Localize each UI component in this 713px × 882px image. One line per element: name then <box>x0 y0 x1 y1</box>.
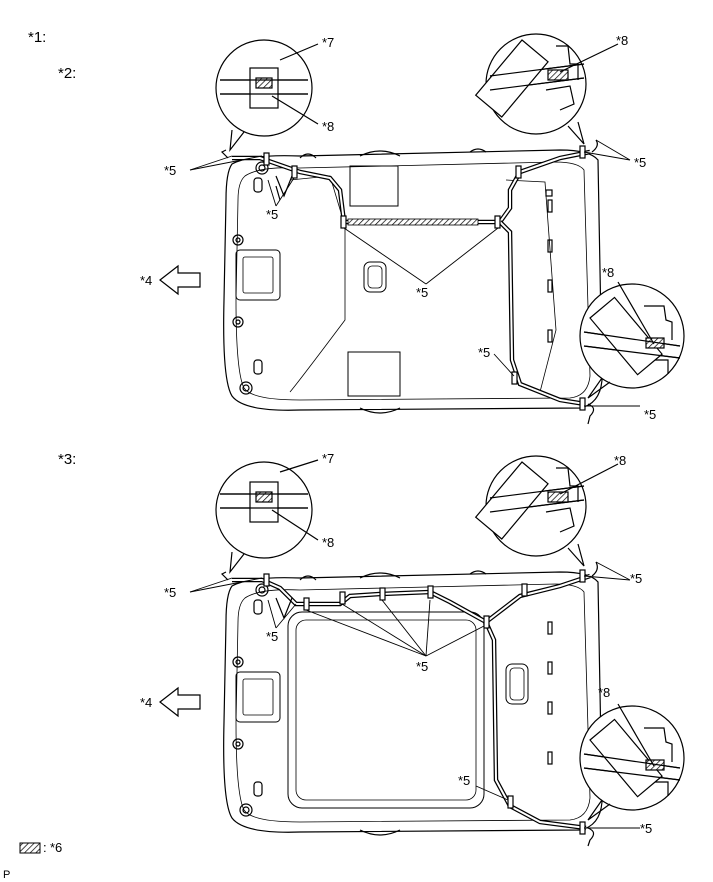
arrow-forward-bottom <box>159 686 201 718</box>
label-5-bottom-f: *5 <box>640 821 653 836</box>
label-5-bottom-c: *5 <box>416 659 429 674</box>
label-3: *3: <box>58 451 77 468</box>
label-5-top-c: *5 <box>416 285 429 300</box>
label-8-bottom-right-low: *8 <box>598 685 611 700</box>
label-5-top-b: *5 <box>266 207 279 222</box>
label-5-bottom-d: *5 <box>630 571 643 586</box>
leaders-bottom <box>189 561 640 829</box>
label-4-bottom: *4 <box>140 695 153 710</box>
legend-separator: : <box>43 840 47 855</box>
label-5-top-e: *5 <box>478 345 491 360</box>
detail-bottom-right-top <box>474 455 619 567</box>
legend-label-6: *6 <box>50 840 63 855</box>
detail-bottom-right-low <box>579 703 685 821</box>
detail-top-left <box>215 39 319 153</box>
legend-tape-swatch <box>19 842 41 854</box>
label-8-bottom-left: *8 <box>322 535 335 550</box>
detail-top-right <box>474 33 619 145</box>
label-5-bottom-a: *5 <box>164 585 177 600</box>
leaders-top <box>189 139 640 407</box>
detail-mid-right <box>579 281 685 399</box>
label-5-bottom-e: *5 <box>458 773 471 788</box>
label-5-top-a: *5 <box>164 163 177 178</box>
corner-mark: P <box>3 869 11 881</box>
label-8-top-left: *8 <box>322 119 335 134</box>
detail-bottom-left <box>215 459 319 575</box>
label-5-top-d: *5 <box>634 155 647 170</box>
label-8-top-right: *8 <box>616 33 629 48</box>
label-8-bottom-right: *8 <box>614 453 627 468</box>
label-4-top: *4 <box>140 273 153 288</box>
label-1: *1: <box>28 29 47 46</box>
label-2: *2: <box>58 65 77 82</box>
label-7-bottom: *7 <box>322 451 335 466</box>
headliner-bottom <box>220 561 603 847</box>
label-5-top-f: *5 <box>644 407 657 422</box>
label-5-bottom-b: *5 <box>266 629 279 644</box>
label-8-mid-right: *8 <box>602 265 615 280</box>
headliner-top <box>220 139 603 425</box>
label-7-top: *7 <box>322 35 335 50</box>
arrow-forward-top <box>159 264 201 296</box>
